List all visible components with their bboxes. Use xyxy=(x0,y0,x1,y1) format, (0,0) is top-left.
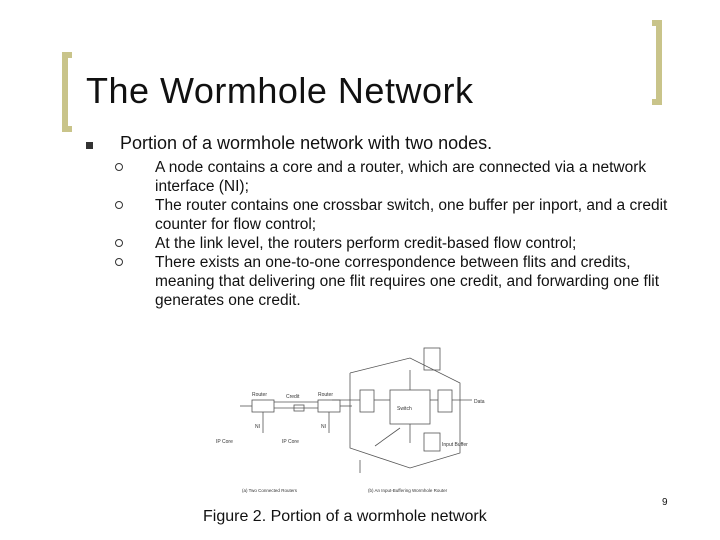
wormhole-network-figure: Router Router Credit NI NI IP Core IP Co… xyxy=(216,347,485,493)
switch-label: Switch xyxy=(397,406,412,412)
sub-bullet-list: A node contains a core and a router, whi… xyxy=(115,158,675,310)
buffer-box-right xyxy=(437,389,453,413)
credit-label: Credit xyxy=(286,394,300,400)
right-router-label: Router xyxy=(318,392,333,398)
buffer-box-left xyxy=(359,389,375,413)
right-ni-label: NI xyxy=(321,424,326,430)
figure-caption: Figure 2. Portion of a wormhole network xyxy=(203,508,487,525)
router-outline xyxy=(349,357,461,469)
sub-bullet-item: A node contains a core and a router, whi… xyxy=(115,158,675,196)
main-bullet-text: Portion of a wormhole network with two n… xyxy=(120,133,493,153)
left-router-box xyxy=(251,399,275,413)
buffer-box-bottom xyxy=(423,432,441,452)
left-router-label: Router xyxy=(252,392,267,398)
sub-bullet-item: The router contains one crossbar switch,… xyxy=(115,196,675,234)
right-router-box xyxy=(317,399,341,413)
ring-bullet-icon xyxy=(115,239,123,247)
sub-bullet-text: The router contains one crossbar switch,… xyxy=(155,197,668,233)
page-number: 9 xyxy=(662,497,668,508)
ring-bullet-icon xyxy=(115,258,123,266)
slide-title: The Wormhole Network xyxy=(86,70,474,111)
link-buffer xyxy=(293,404,305,412)
square-bullet-icon xyxy=(86,142,93,149)
buffer-box-top xyxy=(423,347,441,371)
subfigure-b-label: (b) An Input-Buffering Wormhole Router xyxy=(368,488,448,493)
sub-bullet-text: A node contains a core and a router, whi… xyxy=(155,159,647,195)
title-bracket-right xyxy=(652,20,662,105)
right-ip-label: IP Core xyxy=(282,439,299,445)
sub-bullet-item: At the link level, the routers perform c… xyxy=(115,234,675,253)
left-ni-label: NI xyxy=(255,424,260,430)
subfigure-a-label: (a) Two Connected Routers xyxy=(242,488,298,493)
diagonal-link xyxy=(374,427,401,447)
data-label: Data xyxy=(474,399,485,405)
ring-bullet-icon xyxy=(115,201,123,209)
sub-bullet-text: There exists an one-to-one correspondenc… xyxy=(155,254,660,309)
left-ip-label: IP Core xyxy=(216,439,233,445)
title-bracket-left xyxy=(62,52,72,132)
input-buffer-label: Input Buffer xyxy=(442,442,468,448)
ring-bullet-icon xyxy=(115,163,123,171)
sub-bullet-text: At the link level, the routers perform c… xyxy=(155,235,577,252)
sub-bullet-item: There exists an one-to-one correspondenc… xyxy=(115,253,675,310)
